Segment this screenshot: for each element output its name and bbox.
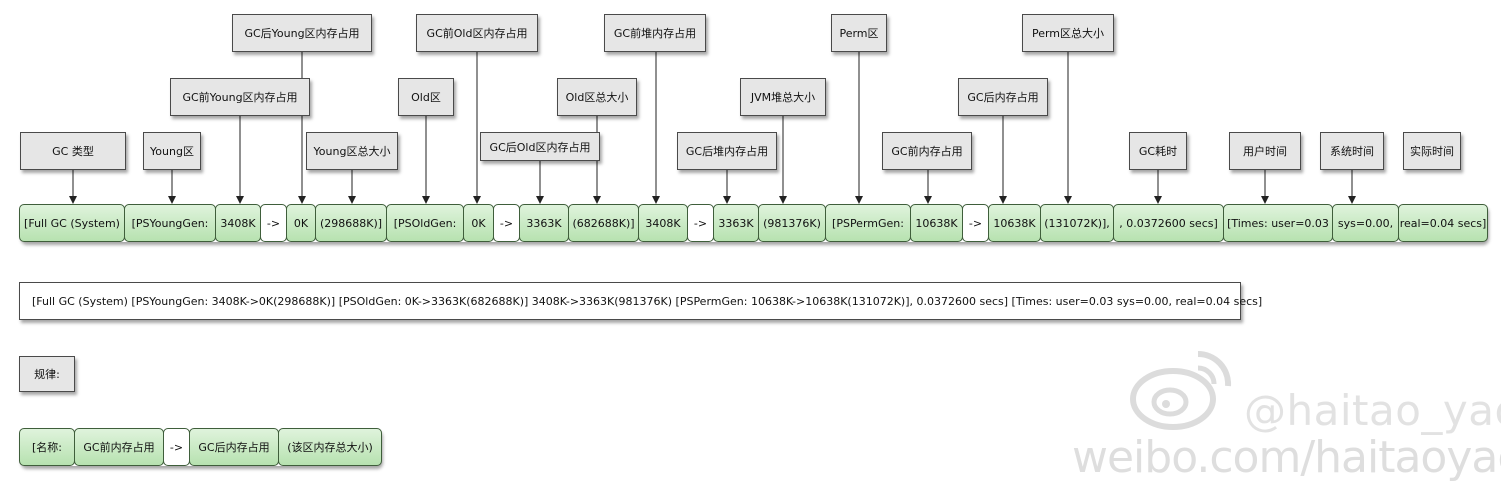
segment-old-after: 3363K [519,204,569,242]
rule-segment-total: (该区内存总大小) [278,428,382,466]
label-gc-before-heap: GC前堆内存占用 [604,14,706,52]
label-jvm-heap-total: JVM堆总大小 [740,78,826,116]
segment-user-time: [Times: user=0.03 [1223,204,1333,242]
label-young-area: Young区 [143,132,201,170]
watermark-handle: @haitao_yao [1244,386,1501,435]
label-perm-area: Perm区 [831,14,887,52]
weibo-logo-icon [1130,350,1232,430]
segment-psyounggen: [PSYoungGen: [124,204,216,242]
rule-segment-before: GC前内存占用 [74,428,164,466]
rule-segment-name: [名称: [19,428,75,466]
watermark-url: weibo.com/haitaoyao [1072,432,1501,483]
segment-old-before: 0K [463,204,494,242]
segment-young-total: (298688K)] [315,204,387,242]
label-gc-before-old: GC前Old区内存占用 [416,14,538,52]
label-perm-total: Perm区总大小 [1022,14,1114,52]
label-gc-type: GC 类型 [20,132,126,170]
label-gc-after-old: GC后Old区内存占用 [480,132,600,161]
segment-heap-total: (981376K) [758,204,826,242]
rule-segment-after: GC后内存占用 [189,428,279,466]
segment-arrow: -> [493,204,520,242]
segment-real-time: real=0.04 secs] [1398,204,1488,242]
label-gc-after-young: GC后Young区内存占用 [232,14,372,52]
segment-young-after: 0K [286,204,316,242]
label-young-total: Young区总大小 [306,132,398,170]
label-gc-before-young: GC前Young区内存占用 [170,78,310,116]
label-user-time: 用户时间 [1229,132,1301,170]
segment-gc-time: , 0.0372600 secs] [1113,204,1224,242]
segment-heap-after: 3363K [713,204,759,242]
segment-heap-before: 3408K [638,204,688,242]
label-old-area: Old区 [398,78,454,116]
rule-label: 规律: [19,356,75,392]
rule-segment-arrow: -> [163,428,190,466]
segment-psoldgen: [PSOldGen: [386,204,464,242]
segment-arrow: -> [687,204,714,242]
rule-segments: [名称: GC前内存占用 -> GC后内存占用 (该区内存总大小) [19,428,382,466]
segment-arrow: -> [962,204,989,242]
label-gc-time: GC耗时 [1129,132,1187,170]
segment-sys-time: sys=0.00, [1332,204,1399,242]
segment-perm-total: (131072K)], [1040,204,1114,242]
segment-perm-after: 10638K [988,204,1041,242]
label-gc-before-mem: GC前内存占用 [882,132,972,170]
segment-old-total: (682688K)] [568,204,639,242]
full-log-text: [Full GC (System) [PSYoungGen: 3408K->0K… [19,282,1262,320]
segment-pspermgen: [PSPermGen: [825,204,911,242]
label-sys-time: 系统时间 [1320,132,1384,170]
label-old-total: Old区总大小 [557,78,637,116]
segment-full-gc: [Full GC (System) [19,204,125,242]
segment-perm-before: 10638K [910,204,963,242]
label-gc-after-heap: GC后堆内存占用 [677,132,777,170]
label-gc-after-mem: GC后内存占用 [958,78,1048,116]
segment-arrow: -> [260,204,287,242]
gc-log-segments: [Full GC (System) [PSYoungGen: 3408K -> … [19,204,1488,242]
segment-young-before: 3408K [215,204,261,242]
label-real-time: 实际时间 [1403,132,1461,170]
